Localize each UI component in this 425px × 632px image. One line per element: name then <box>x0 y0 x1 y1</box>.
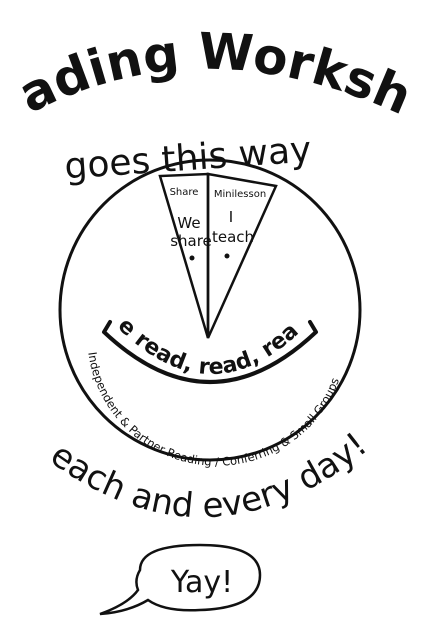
share-dot <box>190 256 195 261</box>
smile-right-end <box>310 322 316 332</box>
bubble-text: Yay! <box>170 565 233 600</box>
minilesson-label: Minilesson <box>214 189 266 200</box>
minilesson-text-line2: teach <box>212 228 254 246</box>
share-wedge <box>160 174 208 338</box>
share-label: Share <box>170 187 199 198</box>
share-text-line1: We <box>177 214 200 232</box>
bottom-text: each and every day! <box>43 425 375 527</box>
smile-left-end <box>104 322 110 332</box>
subtitle: goes this way <box>63 129 312 187</box>
minilesson-dot <box>225 254 230 259</box>
share-text-line2: share <box>170 232 212 250</box>
title: Reading Workshop <box>0 0 420 126</box>
minilesson-text-line1: I <box>229 208 233 226</box>
